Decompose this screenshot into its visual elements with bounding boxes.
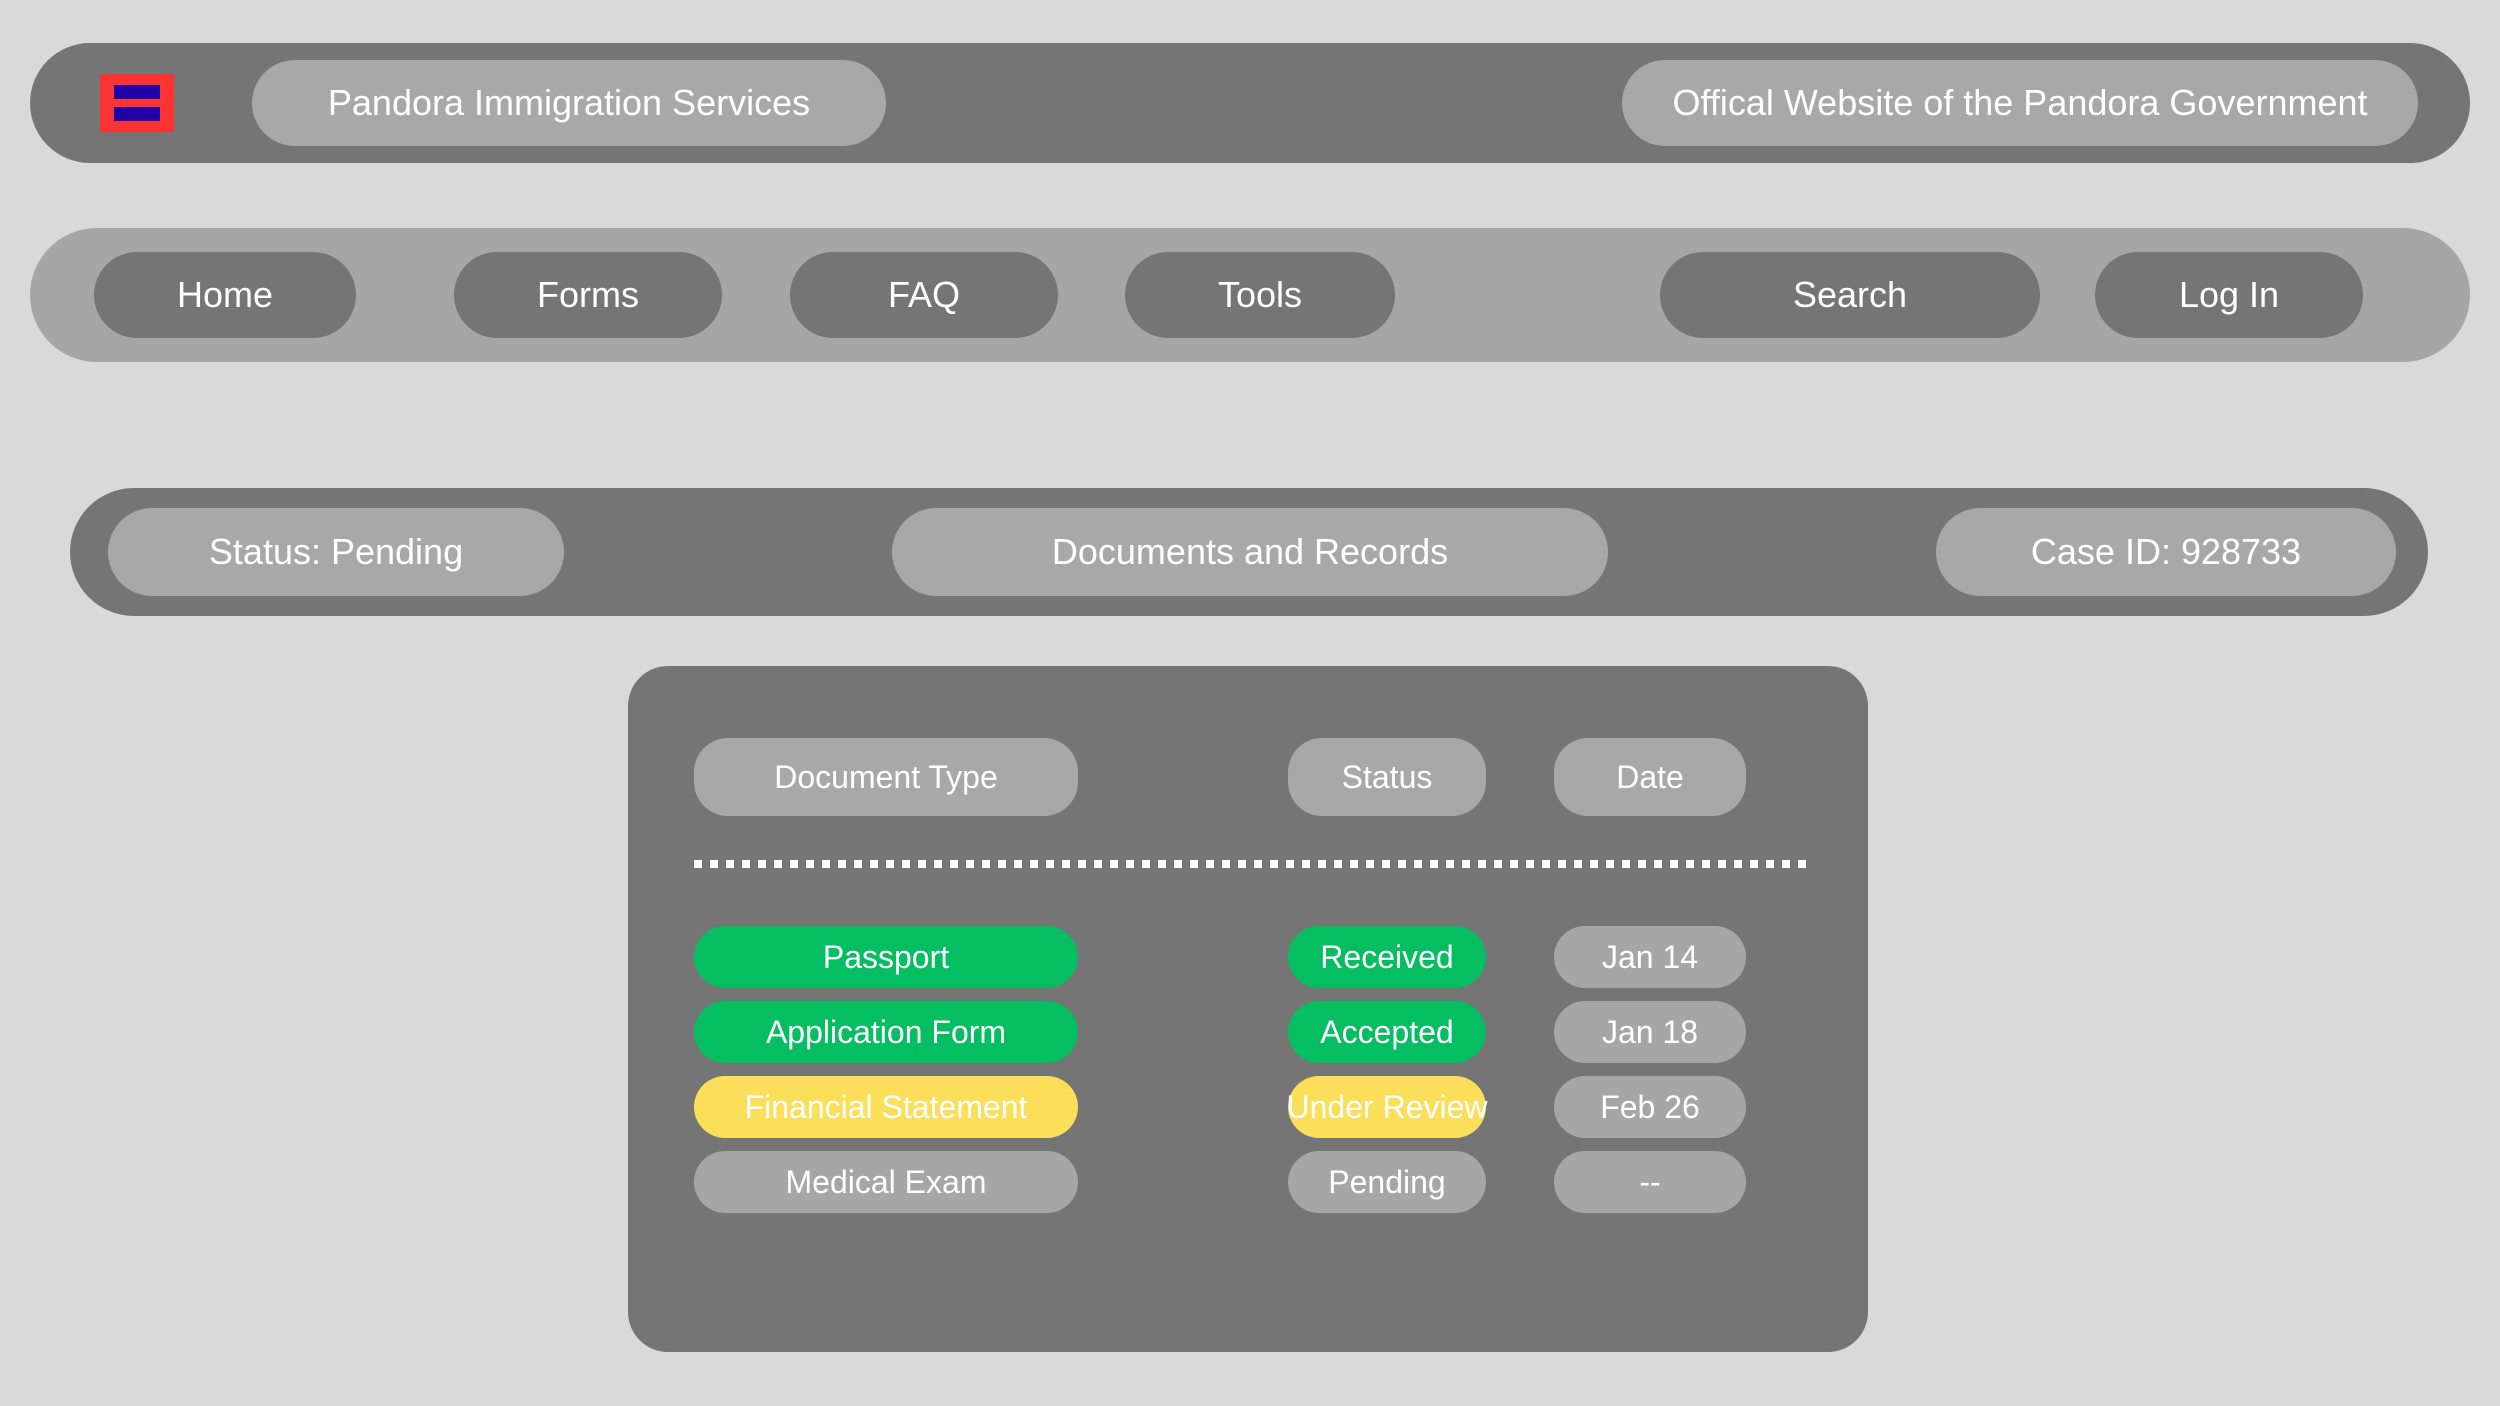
cell-date[interactable]: Jan 18	[1554, 1001, 1746, 1063]
column-header-status[interactable]: Status	[1288, 738, 1486, 816]
table-header-row: Document Type Status Date	[628, 738, 1868, 816]
documents-table-card: Document Type Status Date Passport Recei…	[628, 666, 1868, 1352]
nav-item-forms[interactable]: Forms	[454, 252, 722, 338]
column-header-date[interactable]: Date	[1554, 738, 1746, 816]
cell-document-type[interactable]: Application Form	[694, 1001, 1078, 1063]
nav-item-search[interactable]: Search	[1660, 252, 2040, 338]
flag-stripe-bottom	[114, 107, 160, 121]
cell-status[interactable]: Pending	[1288, 1151, 1486, 1213]
cell-date[interactable]: Jan 14	[1554, 926, 1746, 988]
cell-document-type[interactable]: Passport	[694, 926, 1078, 988]
cell-date[interactable]: Feb 26	[1554, 1076, 1746, 1138]
table-row: Passport Received Jan 14	[628, 926, 1868, 988]
cell-status[interactable]: Under Review	[1287, 1076, 1487, 1138]
government-notice: Offical Website of the Pandora Governmen…	[1622, 60, 2418, 146]
pandora-flag-icon	[100, 74, 174, 132]
cell-status[interactable]: Received	[1288, 926, 1486, 988]
page-title: Documents and Records	[892, 508, 1608, 596]
table-row: Financial Statement Under Review Feb 26	[628, 1076, 1868, 1138]
cell-document-type[interactable]: Financial Statement	[694, 1076, 1078, 1138]
site-header: Pandora Immigration Services Offical Web…	[30, 43, 2470, 163]
table-row: Application Form Accepted Jan 18	[628, 1001, 1868, 1063]
nav-item-tools[interactable]: Tools	[1125, 252, 1395, 338]
nav-item-log-in[interactable]: Log In	[2095, 252, 2363, 338]
case-status-bar: Status: Pending Documents and Records Ca…	[70, 488, 2428, 616]
site-title: Pandora Immigration Services	[252, 60, 886, 146]
status-badge: Status: Pending	[108, 508, 564, 596]
cell-document-type[interactable]: Medical Exam	[694, 1151, 1078, 1213]
table-body: Passport Received Jan 14 Application For…	[628, 926, 1868, 1226]
nav-item-home[interactable]: Home	[94, 252, 356, 338]
main-navigation: Home Forms FAQ Tools Search Log In	[30, 228, 2470, 362]
column-header-document-type[interactable]: Document Type	[694, 738, 1078, 816]
flag-stripe-top	[114, 85, 160, 99]
cell-status[interactable]: Accepted	[1288, 1001, 1486, 1063]
cell-date[interactable]: --	[1554, 1151, 1746, 1213]
nav-item-faq[interactable]: FAQ	[790, 252, 1058, 338]
table-row: Medical Exam Pending --	[628, 1151, 1868, 1213]
table-divider	[694, 860, 1808, 868]
case-id-badge: Case ID: 928733	[1936, 508, 2396, 596]
